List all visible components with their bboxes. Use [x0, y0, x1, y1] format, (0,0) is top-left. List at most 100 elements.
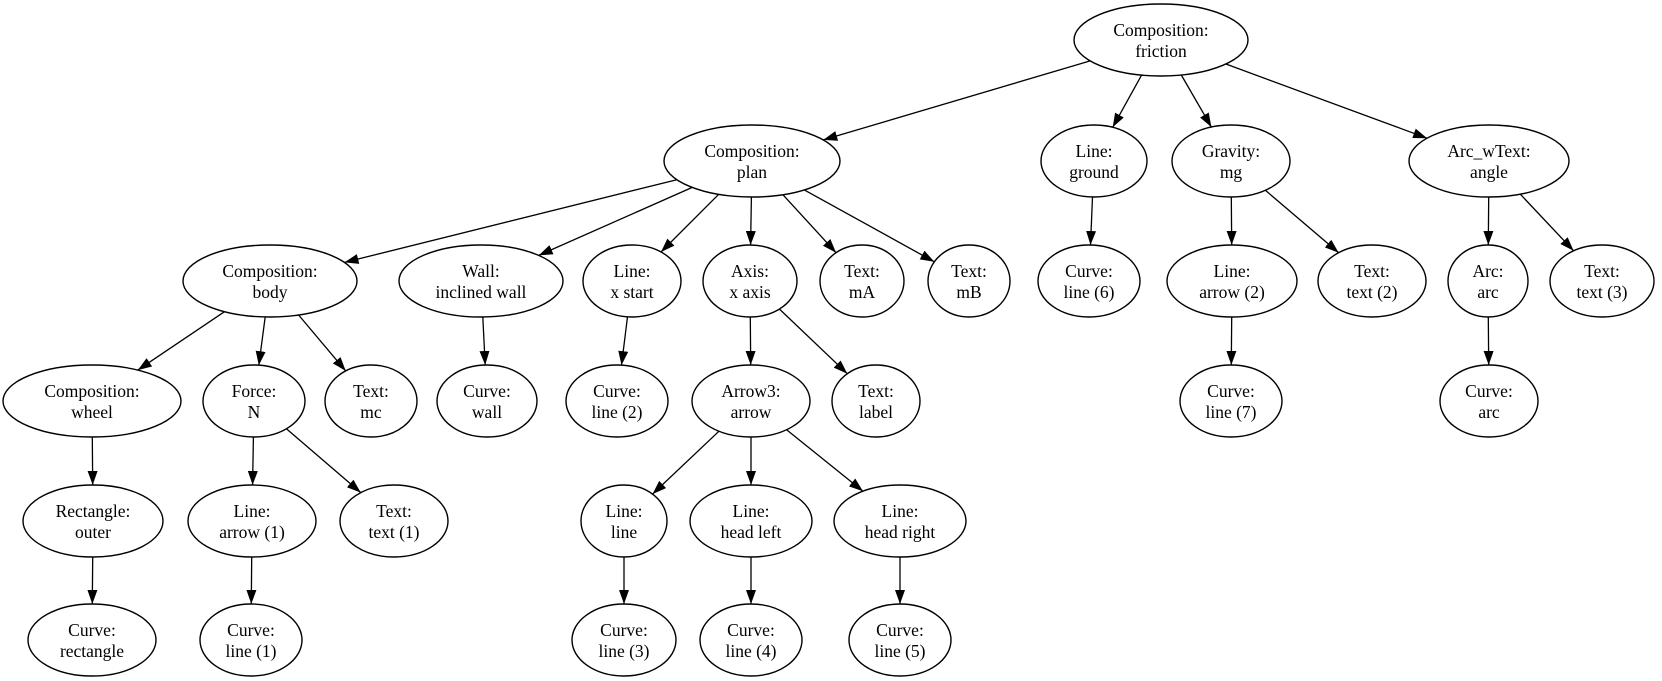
graph-node-friction: Composition:friction	[1073, 3, 1249, 77]
node-label: Arc_wText:angle	[1447, 141, 1530, 182]
graph-node-line-arrow-1: Line:arrow (1)	[187, 484, 317, 558]
edge-friction-to-angle	[1225, 63, 1428, 139]
node-label: Composition:friction	[1113, 20, 1208, 61]
node-label: Curve:line (1)	[225, 620, 276, 661]
node-label: Curve:line (3)	[598, 620, 649, 661]
node-ellipse	[2, 364, 182, 438]
node-label: Line:head left	[721, 501, 782, 542]
node-ellipse	[339, 484, 449, 558]
graph-node-curve-line-1: Curve:line (1)	[199, 603, 303, 677]
node-label: Arc:arc	[1472, 261, 1503, 302]
node-ellipse	[927, 244, 1011, 318]
graph-node-curve-line-5: Curve:line (5)	[848, 603, 952, 677]
node-ellipse	[848, 603, 952, 677]
node-ellipse	[1166, 244, 1298, 318]
node-ellipse	[819, 244, 905, 318]
node-label: Text:text (2)	[1346, 261, 1397, 302]
node-ellipse	[1179, 364, 1283, 438]
graph-node-body: Composition:body	[182, 244, 358, 318]
edge-plan-to-text-ma	[782, 194, 837, 254]
graph-node-arrow3: Arrow3:arrow	[691, 364, 811, 438]
graph-node-line-arrow-2: Line:arrow (2)	[1166, 244, 1298, 318]
node-label: Line:arrow (2)	[1199, 261, 1265, 302]
graph-node-line-head-left: Line:head left	[689, 484, 813, 558]
edge-plan-to-x-start	[660, 193, 720, 253]
node-ellipse	[1447, 244, 1529, 318]
edges-layer	[87, 60, 1575, 605]
node-label: Force:N	[232, 381, 277, 422]
node-ellipse	[833, 484, 967, 558]
graph-node-rect-outer: Rectangle:outer	[22, 484, 164, 558]
node-ellipse	[27, 603, 157, 677]
edge-body-to-text-mc	[298, 314, 347, 372]
node-ellipse	[324, 364, 418, 438]
node-ellipse	[1439, 364, 1539, 438]
edge-body-to-force-n	[255, 316, 266, 366]
edge-x-axis-to-text-label	[779, 308, 848, 375]
node-ellipse	[1317, 244, 1427, 318]
node-ellipse	[689, 484, 813, 558]
node-ellipse	[1073, 3, 1249, 77]
node-ellipse	[831, 364, 921, 438]
graph-node-x-axis: Axis:x axis	[702, 244, 798, 318]
node-ellipse	[436, 364, 538, 438]
graph-node-text-label: Text:label	[831, 364, 921, 438]
graph-node-wheel: Composition:wheel	[2, 364, 182, 438]
edge-inclined-wall-to-curve-wall	[479, 316, 490, 366]
graph-node-curve-rectangle: Curve:rectangle	[27, 603, 157, 677]
graph-node-text-mc: Text:mc	[324, 364, 418, 438]
node-label: Curve:line (6)	[1063, 261, 1114, 302]
edge-mg-to-text-2	[1264, 189, 1340, 254]
node-label: Text:mA	[844, 261, 880, 302]
node-label: Line:arrow (1)	[219, 501, 285, 542]
node-label: Composition:body	[222, 261, 317, 302]
graph-node-curve-line-7: Curve:line (7)	[1179, 364, 1283, 438]
node-label: Curve:line (2)	[591, 381, 642, 422]
node-ellipse	[565, 364, 669, 438]
graph-node-line-head-right: Line:head right	[833, 484, 967, 558]
edge-friction-to-plan	[823, 60, 1091, 141]
graph-node-arc: Arc:arc	[1447, 244, 1529, 318]
graph-node-text-ma: Text:mA	[819, 244, 905, 318]
edge-arrow3-to-line-line	[652, 430, 720, 495]
graph-node-curve-line-6: Curve:line (6)	[1037, 244, 1141, 318]
node-ellipse	[398, 244, 564, 318]
node-ellipse	[1037, 244, 1141, 318]
edge-arrow3-to-line-head-right	[786, 429, 864, 492]
node-ellipse	[1408, 124, 1570, 198]
node-label: Composition:wheel	[44, 381, 139, 422]
graph-node-x-start: Line:x start	[582, 244, 682, 318]
node-label: Arrow3:arrow	[721, 381, 780, 422]
node-ellipse	[187, 484, 317, 558]
edge-friction-to-mg	[1180, 74, 1212, 128]
node-ellipse	[202, 364, 306, 438]
graph-node-plan: Composition:plan	[663, 124, 841, 198]
node-label: Curve:line (5)	[874, 620, 925, 661]
graph-node-curve-line-4: Curve:line (4)	[699, 603, 803, 677]
edge-angle-to-text-3	[1519, 193, 1575, 252]
node-label: Curve:line (4)	[725, 620, 776, 661]
node-label: Curve:line (7)	[1205, 381, 1256, 422]
node-label: Text:label	[858, 381, 894, 422]
node-ellipse	[582, 244, 682, 318]
graph-node-text-2: Text:text (2)	[1317, 244, 1427, 318]
edge-body-to-wheel	[137, 311, 225, 371]
node-label: Text:text (1)	[368, 501, 419, 542]
node-ellipse	[22, 484, 164, 558]
edge-plan-to-text-mb	[803, 189, 935, 263]
node-label: Composition:plan	[704, 141, 799, 182]
edge-plan-to-inclined-wall	[538, 186, 693, 256]
node-label: Wall:inclined wall	[436, 261, 527, 302]
node-label: Text:mc	[353, 381, 389, 422]
edge-friction-to-ground	[1112, 74, 1143, 128]
node-ellipse	[691, 364, 811, 438]
graph-node-text-3: Text:text (3)	[1549, 244, 1655, 318]
node-label: Text:text (3)	[1576, 261, 1627, 302]
nodes-layer: Composition:frictionComposition:planLine…	[2, 3, 1655, 677]
graph-node-mg: Gravity:mg	[1171, 124, 1291, 198]
edge-x-start-to-curve-line-2	[618, 316, 629, 366]
node-label: Axis:x axis	[729, 261, 771, 302]
node-ellipse	[571, 603, 677, 677]
